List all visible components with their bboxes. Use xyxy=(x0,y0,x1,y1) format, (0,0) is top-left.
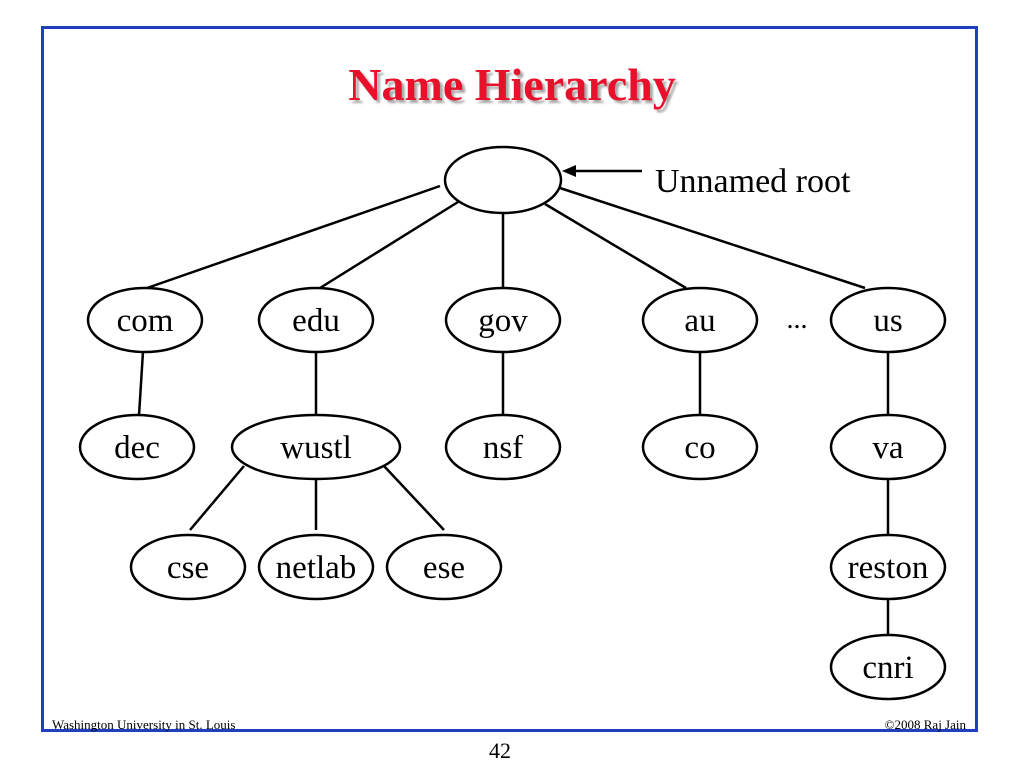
edge-wustl-cse xyxy=(189,465,245,531)
node-reston: reston xyxy=(829,533,947,601)
node-ellipse-com xyxy=(86,286,204,354)
root-annotation-label: Unnamed root xyxy=(655,163,851,200)
page-number: 42 xyxy=(489,738,511,763)
footer-institution: Washington University in St. Louis xyxy=(52,717,236,732)
node-ese: ese xyxy=(385,533,503,601)
node-ellipse-reston xyxy=(829,533,947,601)
node-label-gov: gov xyxy=(478,303,528,339)
node-label-wustl: wustl xyxy=(280,430,352,466)
edge-com-dec xyxy=(137,351,145,416)
node-label-cnri: cnri xyxy=(862,650,913,686)
node-cse: cse xyxy=(129,533,247,601)
node-ellipse-root xyxy=(443,145,563,215)
node-ellipse-nsf xyxy=(444,413,562,481)
arrow-head xyxy=(562,165,576,177)
node-root xyxy=(443,145,563,215)
node-label-cse: cse xyxy=(167,550,209,586)
node-label-ese: ese xyxy=(423,550,465,586)
node-label-netlab: netlab xyxy=(276,550,357,586)
node-com: com xyxy=(86,286,204,354)
edge-root-au xyxy=(544,202,687,290)
node-label-edu: edu xyxy=(292,303,340,339)
node-ellipse-dec xyxy=(78,413,196,481)
node-au: au xyxy=(641,286,759,354)
edge-root-us xyxy=(559,186,866,290)
node-ellipse-cnri xyxy=(829,633,947,701)
edge-wustl-ese xyxy=(383,465,445,531)
node-ellipse-gov xyxy=(444,286,562,354)
tree-edges xyxy=(137,184,890,635)
node-ellipse-co xyxy=(641,413,759,481)
node-label-co: co xyxy=(684,430,715,466)
node-dec: dec xyxy=(78,413,196,481)
slide-title: Name Hierarchy xyxy=(348,59,676,110)
sibling-ellipsis: ... xyxy=(787,304,808,335)
node-co: co xyxy=(641,413,759,481)
node-ellipse-cse xyxy=(129,533,247,601)
node-ellipse-edu xyxy=(257,286,375,354)
node-ellipse-us xyxy=(829,286,947,354)
node-label-reston: reston xyxy=(848,550,929,586)
tree-nodes: com edu gov au us dec wustl nsf co va cse netlab ese… xyxy=(78,145,947,701)
node-label-us: us xyxy=(873,303,902,339)
slide-frame xyxy=(41,26,978,732)
node-va: va xyxy=(829,413,947,481)
node-ellipse-netlab xyxy=(257,533,375,601)
node-wustl: wustl xyxy=(230,413,402,481)
edge-root-com xyxy=(146,184,441,290)
node-label-va: va xyxy=(872,430,904,466)
node-ellipse-ese xyxy=(385,533,503,601)
edge-root-edu xyxy=(319,200,459,290)
node-label-au: au xyxy=(684,303,715,339)
node-ellipse-au xyxy=(641,286,759,354)
node-netlab: netlab xyxy=(257,533,375,601)
node-label-com: com xyxy=(117,303,174,339)
node-ellipse-wustl xyxy=(230,413,402,481)
node-label-nsf: nsf xyxy=(483,430,523,466)
root-annotation: Unnamed root xyxy=(562,163,851,200)
footer-copyright: ©2008 Raj Jain xyxy=(884,717,966,732)
node-ellipse-va xyxy=(829,413,947,481)
node-edu: edu xyxy=(257,286,375,354)
node-cnri: cnri xyxy=(829,633,947,701)
node-gov: gov xyxy=(444,286,562,354)
node-nsf: nsf xyxy=(444,413,562,481)
node-us: us xyxy=(829,286,947,354)
node-label-dec: dec xyxy=(114,430,160,466)
